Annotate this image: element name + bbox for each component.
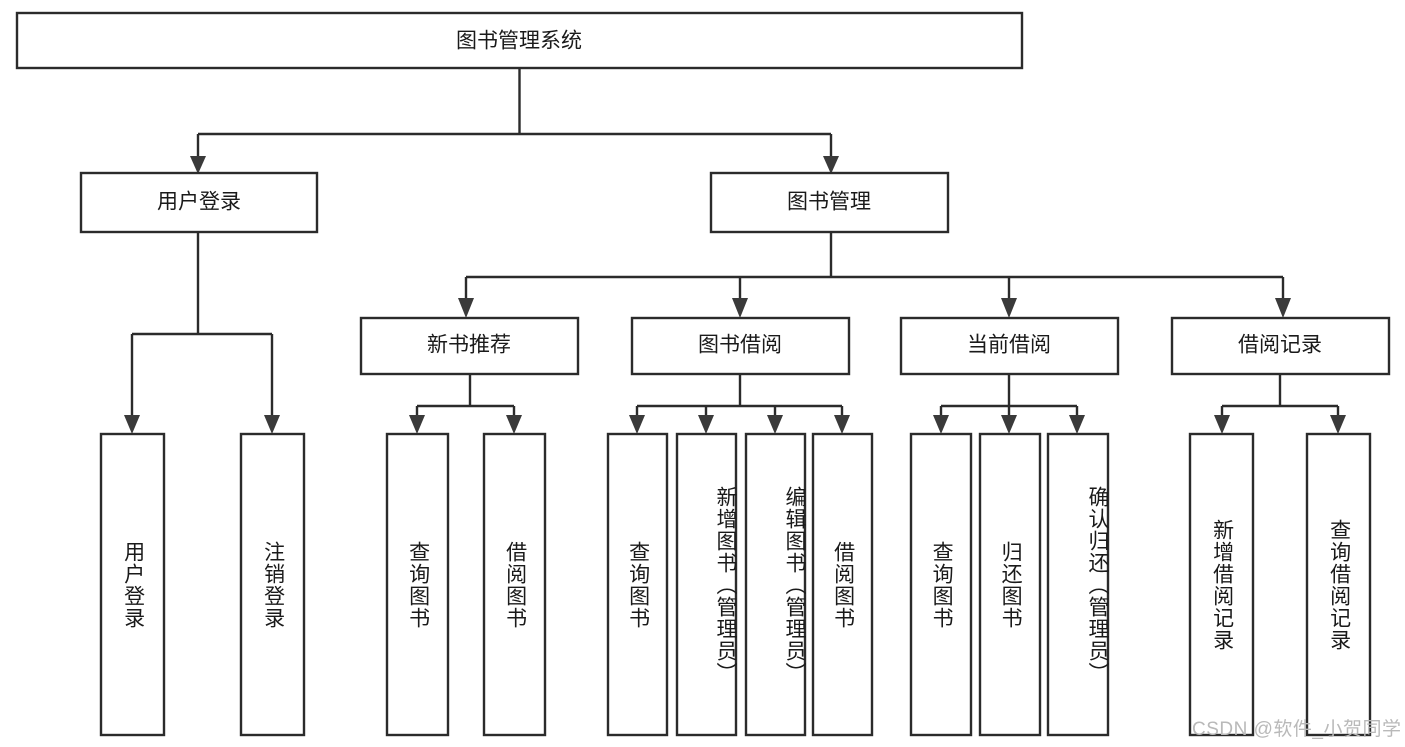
arrow-leaf-user-login xyxy=(124,415,140,434)
arrow-borrow-record xyxy=(1275,298,1291,318)
node-root-label: 图书管理系统 xyxy=(456,30,582,53)
node-layer: 图书管理系统 用户登录 图书管理 新书推荐 图书借阅 当前借阅 借阅记录 xyxy=(15,11,1391,737)
node-leaf-return-book[interactable] xyxy=(978,432,1042,737)
node-book-borrow-label: 图书借阅 xyxy=(698,334,782,357)
arrow-current-borrow xyxy=(1001,298,1017,318)
arrow-leaf-edit-book xyxy=(767,415,783,434)
node-leaf-query-book-3[interactable] xyxy=(909,432,973,737)
node-leaf-borrow-book-2[interactable] xyxy=(811,432,874,737)
node-leaf-query-book-1[interactable] xyxy=(385,432,450,737)
arrow-new-book-recommend xyxy=(458,298,474,318)
arrow-leaf-borrow-book-2 xyxy=(834,415,850,434)
node-current-borrow[interactable] xyxy=(899,316,1120,376)
arrow-leaf-query-book-1 xyxy=(409,415,425,434)
node-user-login[interactable] xyxy=(79,171,319,234)
node-current-borrow-label: 当前借阅 xyxy=(967,334,1051,357)
node-book-borrow[interactable] xyxy=(630,316,851,376)
arrow-leaf-query-book-2 xyxy=(629,415,645,434)
node-borrow-record[interactable] xyxy=(1170,316,1391,376)
arrow-leaf-user-logout xyxy=(264,415,280,434)
node-new-book-recommend-label: 新书推荐 xyxy=(427,334,511,357)
node-root[interactable] xyxy=(15,11,1024,70)
node-leaf-query-record[interactable] xyxy=(1305,432,1372,737)
node-leaf-borrow-book-1[interactable] xyxy=(482,432,547,737)
arrow-leaf-add-record xyxy=(1214,415,1230,434)
node-leaf-add-book[interactable] xyxy=(675,432,738,737)
node-leaf-query-book-2[interactable] xyxy=(606,432,669,737)
arrow-leaf-return-book xyxy=(1001,415,1017,434)
node-leaf-user-login[interactable] xyxy=(99,432,166,737)
node-leaf-add-record[interactable] xyxy=(1188,432,1255,737)
arrow-user-login xyxy=(190,156,206,174)
node-user-login-label: 用户登录 xyxy=(157,191,241,214)
arrow-leaf-query-record xyxy=(1330,415,1346,434)
arrow-leaf-confirm-return xyxy=(1069,415,1085,434)
node-leaf-user-logout[interactable] xyxy=(239,432,306,737)
node-book-manage[interactable] xyxy=(709,171,950,234)
csdn-watermark: CSDN @软件_小贺同学 xyxy=(1192,719,1402,740)
arrow-leaf-query-book-3 xyxy=(933,415,949,434)
node-leaf-edit-book[interactable] xyxy=(744,432,807,737)
node-new-book-recommend[interactable] xyxy=(359,316,580,376)
connector-layer xyxy=(124,68,1346,434)
arrow-leaf-add-book xyxy=(698,415,714,434)
node-borrow-record-label: 借阅记录 xyxy=(1238,334,1322,357)
node-book-manage-label: 图书管理 xyxy=(787,191,871,214)
arrow-leaf-borrow-book-1 xyxy=(506,415,522,434)
arrow-book-manage xyxy=(823,156,839,174)
arrow-book-borrow xyxy=(732,298,748,318)
node-leaf-confirm-return[interactable] xyxy=(1046,432,1110,737)
